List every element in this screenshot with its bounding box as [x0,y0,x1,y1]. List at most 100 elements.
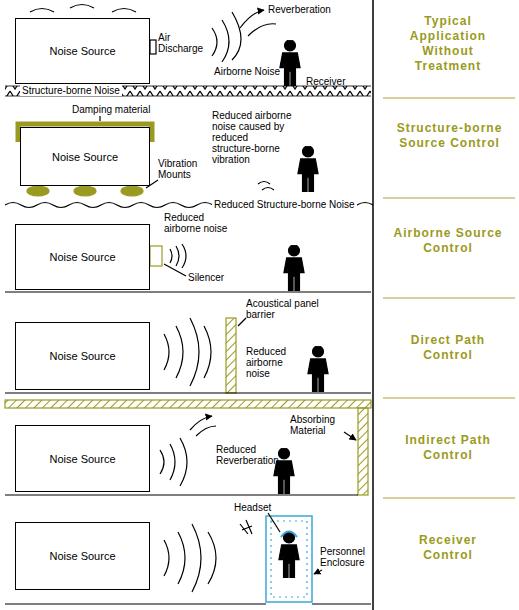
null-shape-shape [383,297,515,299]
panel-airborne-source-shape [176,246,179,266]
panel-indirect-path-shape [358,408,368,495]
callout-label: Reduced airborne noise [164,212,236,234]
panel-receiver-control-shape [208,532,216,584]
box-label: Noise Source [52,151,118,163]
panel-receiver-control-shape [240,520,252,534]
panel-untreated-shape [112,9,136,13]
box-label: Noise Source [49,453,115,465]
panel-untreated-shape [232,12,241,60]
panel-untreated [5,5,371,97]
noise-source-box: Noise Source [15,224,150,290]
panel-receiver-control-shape [266,516,312,602]
panel-structure-borne [5,116,373,208]
panel-direct-path-shape [238,318,246,326]
panel-untreated-shape [150,40,156,54]
null-shape-shape [383,97,515,99]
panel-untreated-shape [248,24,276,36]
panel-airborne-source-shape [150,246,162,266]
frame-shape [372,0,374,610]
panel-indirect-path-shape [344,432,356,440]
callout-label: Airborne Noise [214,66,280,77]
callout-label: Damping material [72,104,150,115]
callout-label: Air Discharge [158,32,206,54]
panel-untreated-shape [222,20,229,62]
section-title: Indirect Path Control [392,433,504,463]
panel-indirect-path-shape [5,400,371,408]
null-shape [383,98,515,498]
panel-receiver-control-shape [312,603,371,604]
panel-structure-borne-shape [262,188,274,191]
panel-indirect-path-shape [170,444,175,480]
panel-receiver-control-shape [178,532,185,584]
noise-source-box: Noise Source [15,425,150,492]
null-shape-shape [383,197,515,199]
panel-receiver-control-shape [268,513,280,532]
callout-label: Reduced Reverberation [216,444,274,466]
panel-airborne-source-shape [5,291,371,292]
panel-receiver-control-shape [314,570,322,574]
panel-structure-borne-shape [27,186,49,196]
box-label: Noise Source [49,251,115,263]
panel-untreated-shape [30,9,54,13]
callout-label: Headset [234,502,271,513]
noise-source-box: Noise Source [20,127,150,186]
panel-indirect-path [5,400,371,495]
panel-direct-path-shape [308,346,328,392]
panel-direct-path [5,318,371,393]
panel-receiver-control-shape [192,524,201,592]
panel-indirect-path-shape [196,426,216,436]
callout-label: Reduced airborne noise caused by reduced… [212,110,292,165]
section-title: Structure-borne Source Control [387,121,512,151]
panel-receiver-control-shape [5,603,266,604]
panel-airborne-source-shape [170,249,172,263]
callout-label: Reverberation [268,4,331,15]
panel-structure-borne-shape [99,116,100,121]
panel-untreated-shape [280,40,300,86]
box-label: Noise Source [49,350,115,362]
section-title: Airborne Source Control [392,226,504,256]
callout-label: Reduced Structure-borne Noise [212,199,357,210]
callout-label: Acoustical panel barrier [246,298,328,320]
callout-label: Silencer [188,272,224,283]
panel-untreated-shape [5,86,371,96]
null-shape-shape [383,497,515,499]
panel-receiver-control-shape [281,532,297,538]
panel-untreated-shape [70,5,94,9]
box-label: Noise Source [49,45,115,57]
panel-indirect-path-shape [180,438,187,486]
section-title: Direct Path Control [392,333,504,363]
panel-direct-path-shape [5,392,371,393]
panel-receiver-control-shape [279,532,299,578]
panel-airborne-source-shape [284,245,304,291]
panel-structure-borne-shape [121,186,143,196]
panel-direct-path-shape [204,326,211,378]
panel-direct-path-shape [226,318,236,393]
panel-untreated-shape [240,10,264,28]
panel-receiver-control-shape [271,521,307,597]
callout-label: Reduced airborne noise [246,346,301,379]
section-title: Receiver Control [392,533,504,563]
callout-label: Absorbing Material [290,414,346,436]
panel-structure-borne-shape [74,186,96,196]
panel-structure-borne-shape [298,146,318,192]
callout-label: Receiver [306,76,345,87]
panel-indirect-path-shape [160,450,164,474]
frame [373,0,515,610]
panel-untreated-shape [212,28,217,56]
callout-label: Personnel Enclosure [320,546,370,568]
noise-source-box: Noise Source [15,522,150,590]
panel-airborne-source-shape [182,244,186,268]
panel-indirect-path-shape [274,448,294,494]
panel-direct-path-shape [190,318,199,386]
noise-source-box: Noise Source [15,18,150,84]
noise-source-box: Noise Source [15,322,150,390]
callout-label: Structure-borne Noise [20,85,122,96]
panel-receiver-control [5,513,371,604]
panel-airborne-source-shape [164,264,186,276]
panel-structure-borne-shape [258,182,270,185]
null-shape-shape [383,397,515,399]
panel-direct-path-shape [164,334,169,370]
box-label: Noise Source [49,550,115,562]
panel-indirect-path-shape [5,494,358,495]
